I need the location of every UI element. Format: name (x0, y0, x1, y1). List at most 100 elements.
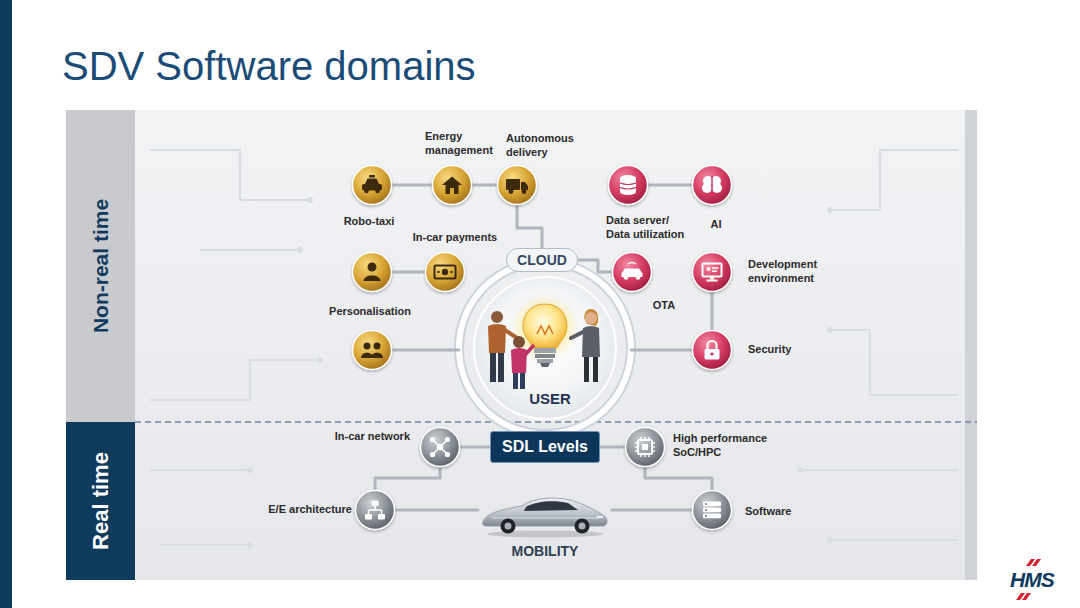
domain-icon: Development environment (692, 252, 732, 292)
server-glyph (703, 508, 721, 513)
circuit-dot (317, 357, 323, 363)
brain-glyph (702, 183, 712, 193)
domain-icon: High performance SoC/HPC (625, 427, 665, 467)
chip-glyph (635, 437, 655, 457)
screen-glyph (703, 264, 722, 282)
circuit-trace (830, 150, 958, 210)
car-glyph (636, 275, 641, 280)
circuit-trace (800, 469, 958, 471)
db-glyph (620, 175, 636, 181)
circuit-dot (297, 247, 303, 253)
network-glyph (437, 444, 443, 450)
car-glyph (628, 263, 636, 265)
realtime-divider (135, 422, 977, 423)
icon-label: Personalisation (329, 305, 411, 319)
taxi-glyph (364, 189, 369, 194)
server-glyph (703, 514, 721, 519)
user-label: USER (529, 390, 571, 407)
icon-shape (352, 252, 392, 292)
network-glyph (430, 452, 435, 457)
circuit-dot (827, 207, 833, 213)
org-glyph (365, 514, 372, 520)
connector-trace (517, 205, 542, 248)
brain-glyph (712, 183, 722, 193)
mobility-car: MOBILITY (478, 486, 612, 562)
user-illustration (540, 363, 550, 367)
cloud-pill: CLOUD (506, 248, 578, 272)
car-illustration (579, 523, 586, 530)
db-glyph (620, 183, 636, 189)
domain-icon: Personalisation (352, 252, 392, 292)
time-band: Non-real time (66, 110, 135, 422)
person-glyph (364, 263, 381, 282)
money-glyph (437, 271, 439, 273)
circuit-dot (247, 467, 253, 473)
icon-shape (355, 490, 395, 530)
lock-glyph (708, 341, 717, 349)
side-bar (0, 0, 12, 608)
icon-shape (432, 165, 472, 205)
user-illustration (520, 372, 525, 389)
car-illustration (597, 516, 603, 518)
house-glyph (450, 188, 454, 194)
user-illustration (571, 332, 583, 338)
connector-trace (392, 184, 432, 187)
user-illustration (584, 356, 589, 382)
chip-glyph (642, 444, 648, 450)
org-glyph (372, 501, 379, 507)
user-illustration (582, 326, 600, 357)
circuit-trace (150, 469, 250, 471)
sdl-label: SDL Levels (502, 438, 588, 456)
circuit-dot (797, 467, 803, 473)
server-glyph (705, 503, 707, 505)
connector-trace (395, 509, 478, 512)
connector-trace (600, 446, 625, 449)
connector-trace (711, 292, 714, 330)
domain-icon: In-car payments (425, 252, 465, 292)
sdl-box: SDL Levels (490, 431, 600, 463)
user-hub: USER (473, 276, 617, 420)
icon-shape (421, 428, 460, 467)
connector-trace (460, 446, 490, 449)
community-icon (364, 343, 371, 350)
screen-glyph (707, 280, 718, 282)
network-glyph (445, 452, 450, 457)
community-icon (371, 353, 383, 358)
user-illustration (505, 330, 517, 338)
taxi-glyph (375, 189, 380, 194)
user-ring-shadow (459, 262, 631, 434)
taxi-glyph (369, 175, 375, 178)
connector-trace (645, 467, 712, 490)
mobility-label: MOBILITY (512, 543, 579, 559)
person-glyph (368, 263, 377, 272)
taxi-glyph (365, 179, 379, 185)
domain-icon: Energy management (432, 165, 472, 205)
logo-text: HMS (1010, 568, 1054, 592)
icon-shape (420, 427, 460, 467)
server-glyph (705, 509, 707, 511)
ring-trace (392, 349, 459, 352)
logo-mark (1032, 559, 1041, 566)
screen-glyph (712, 267, 719, 269)
brain-glyph (702, 176, 722, 194)
car-illustration (505, 523, 512, 530)
circuit-trace (830, 330, 958, 395)
money-glyph (450, 271, 452, 273)
domain-icon: Security (692, 330, 732, 370)
user-illustration (584, 309, 598, 326)
screen-glyph (703, 264, 722, 277)
user-illustration (488, 324, 506, 353)
icon-label: Energy management (425, 130, 505, 158)
circuit-dot (247, 542, 253, 548)
server-glyph (703, 502, 721, 507)
network-glyph (445, 437, 450, 442)
time-band: Real time (66, 422, 135, 580)
network-glyph (430, 437, 435, 442)
domain-icon: E/E architecture (355, 490, 395, 530)
icon-shape (356, 491, 395, 530)
car-illustration (575, 519, 590, 534)
icon-label: Development environment (748, 258, 833, 286)
icon-label: In-car payments (413, 231, 497, 245)
icon-shape (426, 253, 465, 292)
circuit-trace (830, 539, 958, 541)
